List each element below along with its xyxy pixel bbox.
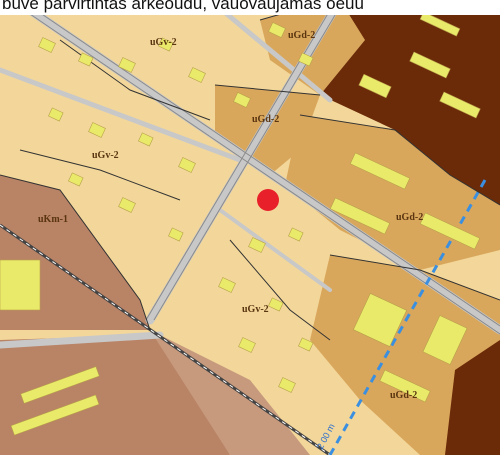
buildings [0, 11, 481, 436]
zone-label: uKm-1 [38, 214, 68, 225]
railway [0, 223, 331, 455]
zone-label: uGd-2 [288, 30, 315, 41]
industrial-zone [320, 0, 500, 205]
measurement-line [328, 179, 487, 455]
zone-label: uGv-2 [242, 304, 269, 315]
zone-label: uGv-2 [92, 150, 119, 161]
zone-boundaries [0, 0, 500, 341]
zone-label: uGd-2 [396, 212, 423, 223]
industrial-zone-bottom [445, 340, 500, 455]
zone-label: uGd-2 [390, 390, 417, 401]
zone-label: uGd-2 [252, 114, 279, 125]
location-marker[interactable] [257, 189, 279, 211]
road-network [0, 0, 500, 349]
zone-label: uGv-2 [150, 37, 177, 48]
road-edges [29, 0, 500, 335]
commercial-zone-center [150, 330, 310, 455]
page-caption: būvē pārvirtintas ārkeoudu, vauovaujamās… [0, 0, 500, 15]
